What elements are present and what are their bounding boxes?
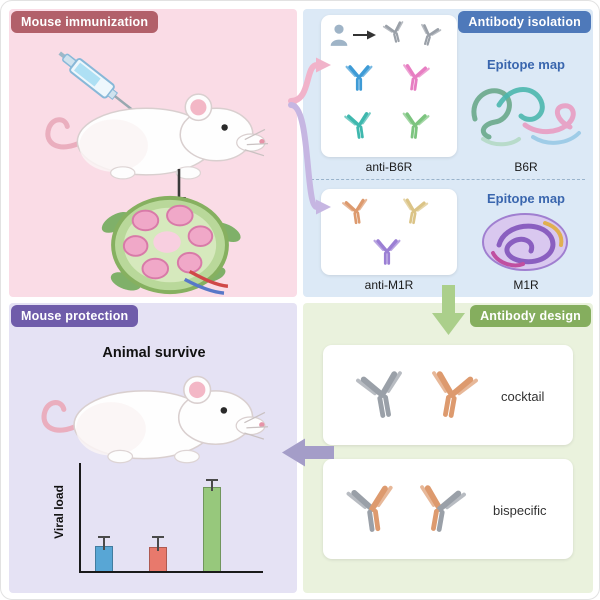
epitope-map-title-m1r: Epitope map [486, 191, 565, 206]
error-bar [206, 479, 218, 491]
lymph-node-illustration [101, 195, 241, 295]
badge-mouse-immunization: Mouse immunization [11, 11, 159, 33]
m1r-protein-label: M1R [513, 278, 539, 292]
antibody-icon-purple [369, 233, 405, 269]
anti-m1r-label: anti-M1R [364, 278, 414, 292]
antibody-icon-green [395, 105, 435, 145]
panel-antibody-isolation: Antibody isolation anti-B6R Epitope map … [303, 9, 593, 297]
badge-antibody-isolation: Antibody isolation [458, 11, 591, 33]
arrow-person-to-antibody [353, 30, 376, 40]
b6r-protein-label: B6R [514, 160, 538, 174]
panel-mouse-protection: Mouse protection Animal survive Viral lo… [9, 303, 297, 593]
error-bar [98, 536, 110, 550]
bar [203, 487, 221, 571]
protein-structure-m1r [482, 213, 568, 271]
section-divider [311, 179, 585, 180]
cocktail-label: cocktail [501, 389, 545, 404]
antibody-icon-pink [395, 57, 436, 98]
antibody-icon-cream [394, 191, 433, 230]
bar-group-3 [203, 479, 221, 571]
syringe-icon [58, 51, 135, 112]
anti-b6r-panel [321, 15, 457, 157]
anti-m1r-panel [321, 189, 457, 275]
antibody-icon-blue [341, 59, 377, 95]
bispecific-label: bispecific [493, 503, 547, 518]
badge-antibody-design: Antibody design [470, 305, 591, 327]
bar-group-2 [149, 536, 167, 571]
panel-antibody-design: Antibody design cocktail bispecific [303, 303, 593, 593]
viral-load-plot [79, 463, 263, 573]
antibody-icon-gray [378, 15, 412, 49]
bar-group-1 [95, 536, 113, 571]
antibody-icon-gray [346, 358, 418, 430]
anti-b6r-label: anti-B6R [365, 160, 413, 174]
cocktail-panel: cocktail [323, 345, 573, 445]
antibody-icon-orange [337, 192, 375, 230]
antibody-icon-orange [416, 358, 488, 430]
viral-load-chart: Viral load [39, 463, 267, 573]
person-icon [329, 23, 349, 47]
animal-survive-title: Animal survive [102, 345, 206, 361]
panel-mouse-immunization: Mouse immunization [9, 9, 297, 297]
bispecific-panel: bispecific [323, 459, 573, 559]
protein-structure-b6r [471, 87, 581, 147]
bispecific-antibody-icon [404, 472, 476, 544]
antibody-icon-teal [339, 105, 380, 146]
badge-mouse-protection: Mouse protection [11, 305, 139, 327]
antibody-icon-gray [412, 18, 447, 53]
epitope-map-title-b6r: Epitope map [486, 57, 565, 72]
mouse-illustration [33, 361, 269, 469]
error-bar [152, 536, 164, 551]
mouse-illustration [37, 79, 269, 185]
bispecific-antibody-icon [337, 473, 407, 543]
y-axis-label: Viral load [52, 485, 66, 539]
